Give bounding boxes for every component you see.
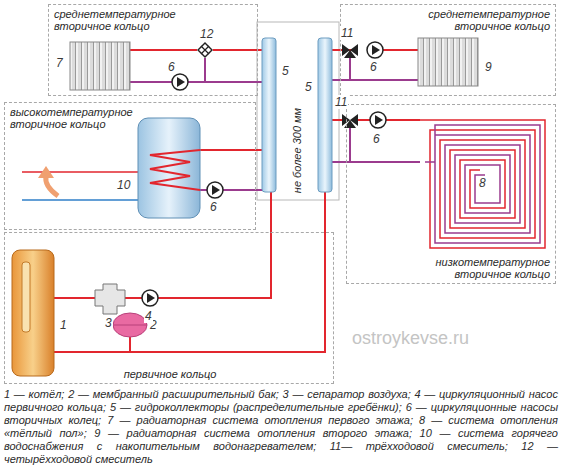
supply-pipes	[200, 149, 262, 151]
mixers	[201, 46, 209, 54]
loop-heading: первичное кольцо	[70, 368, 270, 380]
mixers	[342, 114, 358, 128]
callout-number: 11	[340, 26, 354, 40]
supply-pipes	[130, 49, 262, 51]
pumps	[370, 112, 386, 128]
expansion-tank	[113, 325, 147, 326]
radiators	[70, 42, 130, 90]
callout-number: 6	[369, 60, 378, 74]
collector-frame	[257, 22, 339, 200]
hot-water-arrow	[46, 176, 58, 196]
loop-heading: среднетемпературное вторичное кольцо	[54, 8, 184, 32]
loop-region: низкотемпературное вторичное кольцо	[346, 104, 556, 284]
mixers	[197, 42, 213, 58]
floor-heating-coil	[420, 120, 545, 248]
radiators	[70, 38, 478, 90]
expansion-tank	[113, 313, 147, 337]
mixers	[197, 42, 358, 128]
pumps	[367, 42, 383, 58]
callout-number: 7	[55, 56, 64, 70]
callout-number: 6	[372, 132, 381, 146]
floor-pipe	[420, 120, 545, 248]
callout-number: 5	[304, 80, 313, 94]
pumps	[142, 290, 158, 306]
callout-number: 3	[104, 316, 113, 330]
loop-region: высокотемпературное вторичное кольцо	[4, 102, 256, 230]
callout-number: 12	[199, 27, 214, 41]
collector-frame	[257, 22, 339, 200]
callout-number: 10	[116, 178, 131, 192]
return-pipes	[129, 337, 131, 352]
callout-number: 6	[167, 60, 176, 74]
hydro-collectors	[262, 38, 276, 192]
return-pipes	[130, 58, 262, 82]
loop-region: среднетемпературное вторичное кольцо	[48, 4, 258, 96]
air-separator	[95, 284, 125, 314]
boiler	[22, 262, 30, 332]
callout-number: 9	[484, 60, 493, 74]
hot-water-arrow	[38, 166, 58, 196]
hydro-collectors	[318, 38, 332, 192]
expansion-tank	[113, 313, 147, 337]
floor-pipe	[425, 125, 540, 243]
dimension-note: не более 300 мм	[292, 105, 305, 194]
loop-region: среднетемпературное вторичное кольцо	[340, 4, 556, 96]
supply-pipes	[22, 171, 138, 173]
loop-heading: высокотемпературное вторичное кольцо	[10, 106, 138, 130]
pumps	[172, 74, 188, 90]
callout-number: 8	[478, 176, 487, 190]
boiler	[12, 250, 54, 376]
radiators	[418, 38, 478, 86]
dhw-tank	[138, 118, 200, 218]
callout-number: 4	[144, 309, 153, 323]
dhw-tank	[138, 118, 200, 218]
pumps	[142, 42, 386, 306]
pumps	[207, 182, 223, 198]
legend-caption: 1 — котёл; 2 — мембранный расширительный…	[4, 388, 558, 466]
air-separator	[95, 284, 125, 314]
callout-number: 6	[209, 200, 218, 214]
hot-water-arrow	[38, 166, 54, 178]
loop-heading: низкотемпературное вторичное кольцо	[420, 256, 550, 280]
loop-heading: среднетемпературное вторичное кольцо	[420, 8, 550, 32]
mixers	[342, 44, 358, 58]
boiler	[12, 250, 54, 376]
mixers	[199, 44, 211, 56]
return-pipes	[332, 58, 418, 80]
dhw-tank	[150, 150, 200, 190]
return-pipes	[22, 199, 138, 201]
callout-number: 1	[59, 318, 68, 332]
callout-number: 11	[334, 95, 348, 109]
watermark: ostroykevse.ru	[352, 328, 469, 349]
callout-number: 5	[281, 64, 290, 78]
loop-region: первичное кольцо	[4, 232, 334, 384]
